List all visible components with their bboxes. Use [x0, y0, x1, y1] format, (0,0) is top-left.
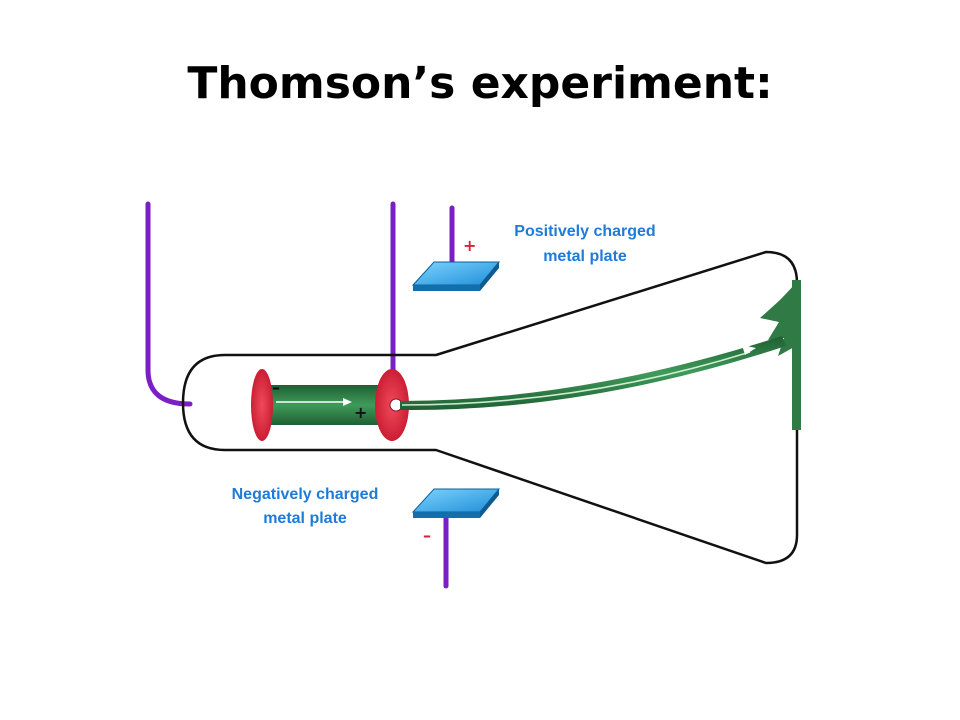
- cathode-disk: [251, 369, 273, 441]
- positive-plate-label-line1: Positively charged: [514, 223, 655, 240]
- electron-gun-cylinder: [262, 385, 390, 425]
- negative-plate-label-line1: Negatively charged: [232, 486, 379, 503]
- beam-impact-splash: [760, 282, 797, 356]
- negative-plate-sign: –: [423, 526, 431, 545]
- gun-arrowhead: [343, 398, 352, 406]
- fluorescent-screen: [792, 280, 801, 430]
- negative-plate-label-line2: metal plate: [263, 510, 347, 527]
- beam-highlight: [401, 351, 751, 406]
- slide-title: Thomson’s experiment:: [187, 58, 773, 109]
- cathode-wire: [145, 201, 193, 407]
- anode-sign: +: [354, 403, 367, 422]
- positive-plate-label-line2: metal plate: [543, 248, 627, 265]
- deflected-electron-beam: [400, 336, 786, 411]
- beam-arrowhead: [742, 345, 756, 355]
- positive-plate-sign: +: [463, 236, 476, 255]
- negative-metal-plate: [411, 488, 501, 518]
- cathode-sign: –: [272, 378, 280, 397]
- positive-metal-plate: [411, 261, 501, 291]
- glass-tube-outline: [181, 250, 799, 565]
